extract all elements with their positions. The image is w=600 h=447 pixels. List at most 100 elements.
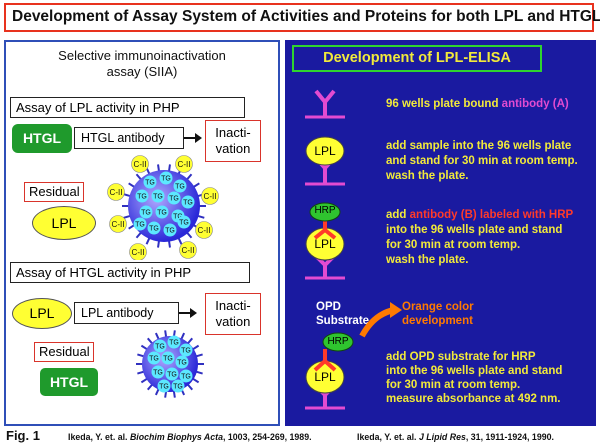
ref1-authors: Ikeda, Y. et. al. bbox=[68, 432, 128, 442]
tg-dot bbox=[133, 217, 147, 231]
antibody-with-lpl-icon bbox=[305, 136, 345, 186]
antibody-a-icon bbox=[305, 89, 345, 119]
ref2-details: , 31, 1911-1924, 1990. bbox=[465, 432, 554, 442]
apo-c2-label: C-II bbox=[182, 246, 195, 255]
tg-label: TG bbox=[177, 360, 187, 367]
apo-c2-dot bbox=[175, 155, 193, 173]
tg-dot bbox=[163, 223, 177, 237]
opd-line2: Substrate bbox=[316, 315, 370, 327]
tg-dot bbox=[179, 343, 193, 357]
tg-dot bbox=[155, 205, 169, 219]
tg-label: TG bbox=[181, 348, 191, 355]
tg-label: TG bbox=[135, 222, 145, 229]
step2-text: add sample into the 96 wells plate and s… bbox=[386, 139, 578, 184]
step2-line: add sample into the 96 wells plate bbox=[386, 140, 572, 152]
inactivation-box-2: Inacti- vation bbox=[205, 293, 261, 335]
inactivation-line1: Inacti- bbox=[215, 298, 251, 313]
apo-c2-dot bbox=[129, 243, 147, 260]
tg-dot bbox=[175, 355, 189, 369]
tg-dot bbox=[135, 189, 149, 203]
step1-text: 96 wells plate bound antibody (A) bbox=[386, 97, 569, 112]
apo-c2-label: C-II bbox=[178, 160, 191, 169]
tg-label: TG bbox=[173, 214, 183, 221]
siia-heading-line1: Selective immunoinactivation bbox=[58, 48, 226, 63]
sandwich-hrp-icon bbox=[305, 202, 345, 280]
residual-label-2: Residual bbox=[34, 342, 94, 362]
tg-label: TG bbox=[179, 220, 189, 227]
apo-c2-dot bbox=[201, 187, 219, 205]
siia-heading-line2: assay (SIIA) bbox=[106, 64, 178, 79]
htgl-enzyme-box: HTGL bbox=[12, 124, 72, 153]
sandwich-opd-icon bbox=[305, 332, 354, 410]
residual-label-1: Residual bbox=[24, 182, 84, 202]
tg-label: TG bbox=[175, 184, 185, 191]
siia-heading: Selective immunoinactivation assay (SIIA… bbox=[4, 48, 280, 80]
tg-dot bbox=[151, 365, 165, 379]
opd-substrate-label: OPD Substrate bbox=[316, 300, 369, 328]
tg-label: TG bbox=[173, 384, 183, 391]
inactivation-line1: Inacti- bbox=[215, 125, 251, 140]
step4-lpl-label: LPL bbox=[314, 370, 336, 384]
figure-label: Fig. 1 bbox=[6, 428, 40, 443]
lpl-enzyme-ellipse: LPL bbox=[12, 298, 72, 329]
step4-text: add OPD substrate for HRP into the 96 we… bbox=[386, 350, 562, 406]
tg-label: TG bbox=[163, 356, 173, 363]
tg-dot bbox=[157, 379, 171, 393]
step3-prefix: add bbox=[386, 209, 407, 221]
tg-label: TG bbox=[137, 194, 147, 201]
step3-line: into the 96 wells plate and stand bbox=[386, 224, 563, 236]
page-title: Development of Assay System of Activitie… bbox=[12, 8, 600, 25]
apo-c2-dot bbox=[107, 183, 125, 201]
tg-dot bbox=[167, 191, 181, 205]
tg-dot bbox=[165, 367, 179, 381]
tg-dot bbox=[173, 179, 187, 193]
step3-lpl-label: LPL bbox=[314, 237, 336, 251]
step4-line: for 30 min at room temp. bbox=[386, 379, 521, 391]
ref1-details: , 1003, 254-269, 1989. bbox=[223, 432, 312, 442]
tg-dot bbox=[159, 171, 173, 185]
ref1-journal: Biochim Biophys Acta bbox=[129, 432, 223, 442]
tg-label: TG bbox=[149, 226, 159, 233]
tg-label: TG bbox=[165, 228, 175, 235]
tg-label: TG bbox=[141, 210, 151, 217]
reference-1: Ikeda, Y. et. al. Biochim Biophys Acta, … bbox=[68, 432, 312, 442]
apo-c2-dot bbox=[131, 155, 149, 173]
tg-label: TG bbox=[183, 200, 193, 207]
step3-antibody-b: antibody (B) labeled with HRP bbox=[409, 209, 574, 221]
tg-label: TG bbox=[157, 210, 167, 217]
step3-line: wash the plate. bbox=[386, 254, 469, 266]
apo-c2-label: C-II bbox=[112, 220, 125, 229]
tg-dot bbox=[171, 379, 185, 393]
elisa-heading-box bbox=[292, 45, 542, 72]
step2-line: and stand for 30 min at room temp. bbox=[386, 155, 578, 167]
tg-label: TG bbox=[181, 374, 191, 381]
htgl-activity-label: Assay of HTGL activity in PHP bbox=[10, 262, 250, 283]
step2-lpl-label: LPL bbox=[314, 144, 336, 158]
tg-label: TG bbox=[161, 176, 171, 183]
residual-lpl-ellipse: LPL bbox=[32, 206, 96, 240]
tg-dot bbox=[147, 221, 161, 235]
apo-c2-dot bbox=[179, 241, 197, 259]
tg-label: TG bbox=[169, 196, 179, 203]
tg-dot bbox=[143, 175, 157, 189]
tg-dot bbox=[167, 335, 181, 349]
step4-hrp-label: HRP bbox=[327, 336, 349, 347]
orange-color-label: Orange color development bbox=[402, 300, 474, 328]
inactivation-arrow-line bbox=[184, 137, 197, 139]
tg-dot bbox=[161, 351, 175, 365]
apo-c2-label: C-II bbox=[204, 192, 217, 201]
tg-dot bbox=[147, 351, 161, 365]
tg-dot bbox=[151, 189, 165, 203]
tg-label: TG bbox=[167, 372, 177, 379]
step1-main: 96 wells plate bound bbox=[386, 98, 499, 110]
step2-line: wash the plate. bbox=[386, 170, 469, 182]
apo-c2-label: C-II bbox=[134, 160, 147, 169]
apo-c2-label: C-II bbox=[198, 226, 211, 235]
opd-line1: OPD bbox=[316, 301, 341, 313]
color-line1: Orange color bbox=[402, 301, 474, 313]
apo-c2-dot bbox=[109, 215, 127, 233]
inactivation-arrow-line-2 bbox=[179, 312, 192, 314]
inactivation-arrow-head bbox=[195, 133, 202, 143]
